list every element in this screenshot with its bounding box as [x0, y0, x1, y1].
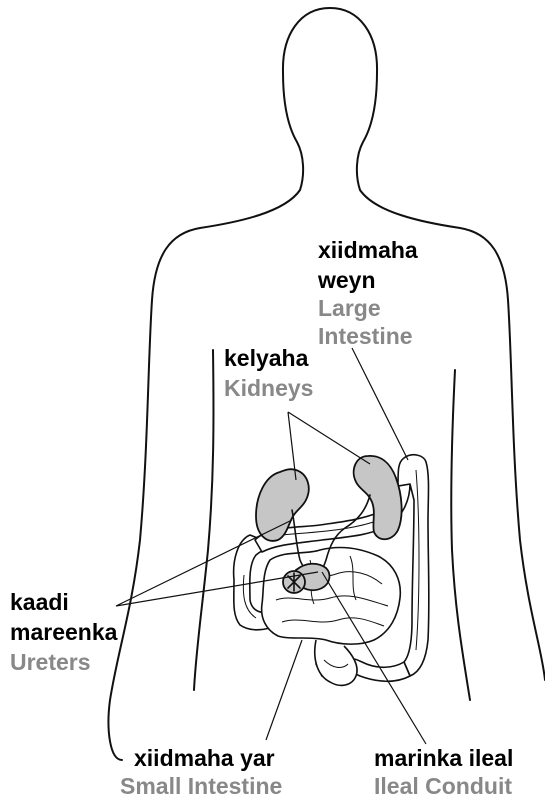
small-intestine-so: xiidmaha yar: [134, 745, 275, 771]
label-ileal-conduit: marinka ileal Ileal Conduit: [374, 745, 513, 799]
ileal-conduit-en: Ileal Conduit: [374, 773, 512, 799]
ureters-so-line1: kaadi: [10, 589, 69, 615]
small-intestine: [262, 548, 401, 686]
ureters-en: Ureters: [10, 649, 91, 675]
large-intestine-so-line1: xiidmaha: [318, 237, 418, 263]
large-intestine-so-line2: weyn: [317, 267, 376, 293]
small-intestine-en: Small Intestine: [120, 773, 282, 799]
ileal-conduit-so: marinka ileal: [374, 745, 513, 771]
kidneys-en: Kidneys: [224, 375, 313, 401]
kidneys-so: kelyaha: [224, 345, 309, 371]
large-intestine-en-line2: Intestine: [318, 323, 413, 349]
label-ureters: kaadi mareenka Ureters: [10, 589, 118, 675]
label-large-intestine: xiidmaha weyn Large Intestine: [317, 237, 418, 349]
large-intestine-en-line1: Large: [318, 295, 381, 321]
label-small-intestine: xiidmaha yar Small Intestine: [120, 745, 282, 799]
label-kidneys: kelyaha Kidneys: [224, 345, 313, 401]
ureters-so-line2: mareenka: [10, 619, 118, 645]
